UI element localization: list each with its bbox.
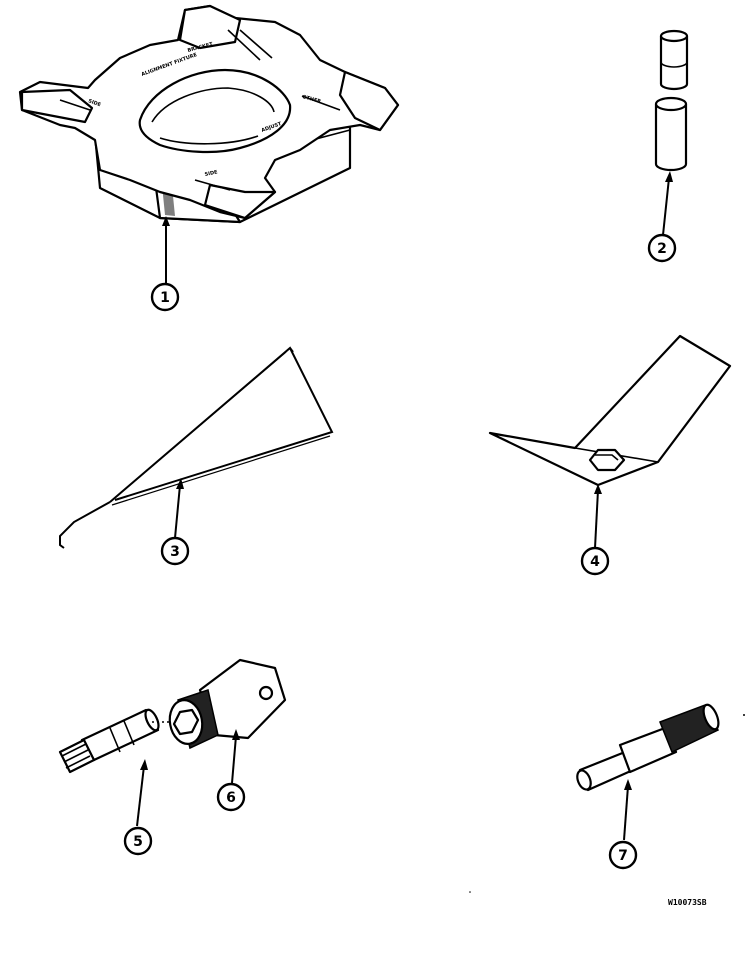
part-3-wire-hook (59, 346, 334, 549)
callout-5-label: 5 (133, 834, 143, 850)
fixture-label-right: OTHER (301, 94, 321, 105)
callout-6-label: 6 (226, 790, 236, 806)
fixture-label-bottom: SIDE (204, 169, 219, 178)
part-6-socket (152, 658, 287, 750)
callout-5: 5 (123, 826, 153, 856)
callout-6: 6 (216, 782, 246, 812)
callout-3-label: 3 (170, 544, 180, 560)
callout-3: 3 (160, 536, 190, 566)
callout-7-label: 7 (618, 848, 628, 864)
callout-2: 2 (647, 233, 677, 263)
part-1-alignment-fixture: BRACKET SIDE OTHER SIDE ALIGNMENT FIXTUR… (18, 4, 400, 224)
part-2-bushings (654, 29, 689, 172)
callout-2-label: 2 (657, 241, 667, 257)
callout-4: 4 (580, 546, 610, 576)
part-7-knurled-pin (576, 703, 720, 792)
leader-lines (136, 171, 673, 841)
callout-4-label: 4 (590, 554, 600, 570)
drawing-reference-number: W10073SB (668, 898, 707, 907)
callout-1-label: 1 (160, 290, 170, 306)
part-4-angled-plate (488, 334, 732, 487)
fixture-label-left: SIDE (87, 98, 102, 108)
part-5-torx-bit (58, 708, 160, 774)
callout-7: 7 (608, 840, 638, 870)
callout-1: 1 (150, 282, 180, 312)
